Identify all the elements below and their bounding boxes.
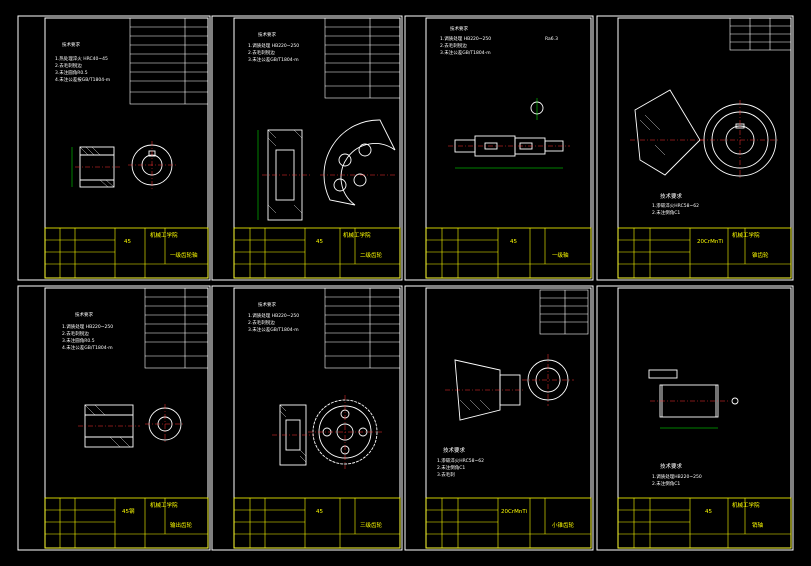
svg-text:2.去毛刺锐边: 2.去毛刺锐边	[248, 319, 275, 326]
svg-text:技术要求: 技术要求	[258, 31, 276, 38]
svg-text:2.去毛刺锐边: 2.去毛刺锐边	[440, 42, 467, 49]
svg-text:技术要求: 技术要求	[660, 192, 683, 200]
part-end-view	[145, 404, 185, 444]
svg-text:3.未注公差GB/T1804-m: 3.未注公差GB/T1804-m	[248, 56, 299, 63]
technical-notes: 技术要求 1.调质处理 HB220~250 2.去毛刺锐边 3.未注公差GB/T…	[440, 25, 558, 56]
svg-text:45: 45	[705, 509, 712, 515]
gear-parameter-table	[539, 289, 589, 335]
svg-text:二级齿轮: 二级齿轮	[360, 251, 383, 259]
drawing-sheet-5: 技术要求 1.调质处理 HB220~250 2.去毛刺锐边 3.未注圆角R0.5…	[17, 285, 211, 551]
part-section-view	[71, 146, 120, 188]
svg-text:45钢: 45钢	[122, 507, 135, 515]
svg-text:20CrMnTi: 20CrMnTi	[501, 509, 528, 515]
svg-text:技术要求: 技术要求	[443, 446, 466, 454]
technical-notes: 技术要求 1.调质处理HB220~250 2.未注倒角C1	[652, 462, 702, 487]
bevel-gear-section	[630, 89, 705, 176]
svg-text:机械工学院: 机械工学院	[732, 501, 760, 509]
title-block: 45 一级轴	[425, 227, 592, 279]
svg-text:技术要求: 技术要求	[660, 462, 683, 470]
material-label: 45	[124, 239, 131, 245]
drawing-sheet-3: 技术要求 1.调质处理 HB220~250 2.去毛刺锐边 3.未注公差GB/T…	[404, 15, 594, 281]
gear-parameter-table	[324, 287, 401, 369]
svg-text:4.未注公差GB/T1804-m: 4.未注公差GB/T1804-m	[62, 344, 113, 351]
bevel-pinion-section	[445, 359, 525, 421]
title-block: 45 机械工学院 二级齿轮	[233, 227, 401, 279]
svg-text:技术要求: 技术要求	[450, 25, 468, 32]
svg-text:1.调质处理 HB220~250: 1.调质处理 HB220~250	[248, 312, 299, 319]
technical-notes: 技术要求 1.调质处理 HB220~250 2.去毛刺锐边 3.未注圆角R0.5…	[62, 311, 113, 351]
svg-text:2.未注倒角C1: 2.未注倒角C1	[652, 209, 680, 216]
drawing-sheet-7: 技术要求 1.渗碳淬火HRC58~62 2.未注倒角C1 3.去毛刺 20CrM…	[404, 285, 594, 551]
note-line-4: 4.未注公差按GB/T1804-m	[55, 76, 110, 83]
note-line-2: 2.去毛刺锐边	[55, 62, 82, 69]
svg-text:2.未注倒角C1: 2.未注倒角C1	[652, 480, 680, 487]
svg-text:一级轴: 一级轴	[552, 251, 569, 259]
svg-text:3.未注圆角R0.5: 3.未注圆角R0.5	[62, 337, 95, 344]
technical-notes: 技术要求 1.渗碳淬火HRC58~62 2.未注倒角C1 3.去毛刺	[437, 446, 484, 478]
title-block: 45 三级齿轮	[233, 497, 401, 549]
technical-notes: 技术要求 1.渗碳淬火HRC58~62 2.未注倒角C1	[652, 192, 699, 216]
svg-text:Ra6.3: Ra6.3	[545, 36, 558, 42]
svg-text:45: 45	[510, 239, 517, 245]
note-line-1: 1.热处理淬火 HRC40~45	[55, 55, 108, 62]
gear-parameter-table	[129, 17, 209, 105]
technical-notes: 技术要求 1.调质处理 HB220~250 2.去毛刺锐边 3.未注公差GB/T…	[248, 301, 299, 333]
svg-text:1.渗碳淬火HRC58~62: 1.渗碳淬火HRC58~62	[652, 202, 699, 209]
title-block: 20CrMnTi 小锥齿轮	[425, 497, 592, 549]
svg-text:3.去毛刺: 3.去毛刺	[437, 471, 455, 478]
gear-end-view	[308, 395, 382, 469]
drawing-sheet-2: 技术要求 1.调质处理 HB220~250 2.去毛刺锐边 3.未注公差GB/T…	[211, 15, 403, 281]
svg-text:2.未注倒角C1: 2.未注倒角C1	[437, 464, 465, 471]
svg-text:3.未注公差GB/T1804-m: 3.未注公差GB/T1804-m	[248, 326, 299, 333]
svg-text:1.调质处理 HB220~250: 1.调质处理 HB220~250	[248, 42, 299, 49]
gear-parameter-table	[324, 17, 401, 99]
bevel-pinion-end-view	[522, 354, 574, 406]
svg-text:1.调质处理 HB220~250: 1.调质处理 HB220~250	[440, 35, 491, 42]
part-name-label: 一级齿轮轴	[170, 251, 198, 259]
title-block: 20CrMnTi 机械工学院 锥齿轮	[617, 227, 792, 279]
svg-text:技术要求: 技术要求	[258, 301, 276, 308]
svg-text:1.调质处理HB220~250: 1.调质处理HB220~250	[652, 473, 702, 480]
title-block: 45钢 机械工学院 输出齿轮	[44, 497, 209, 549]
svg-text:机械工学院: 机械工学院	[343, 231, 371, 239]
svg-text:技术要求: 技术要求	[75, 311, 93, 318]
svg-text:输出齿轮: 输出齿轮	[170, 521, 193, 529]
svg-text:机械工学院: 机械工学院	[150, 501, 178, 509]
drawing-sheet-6: 技术要求 1.调质处理 HB220~250 2.去毛刺锐边 3.未注公差GB/T…	[211, 285, 403, 551]
drawing-sheet-1: 技术要求 1.热处理淬火 HRC40~45 2.去毛刺锐边 3.未注圆角R0.5…	[17, 15, 211, 281]
svg-text:1.渗碳淬火HRC58~62: 1.渗碳淬火HRC58~62	[437, 457, 484, 464]
pin-view	[648, 369, 739, 429]
gear-parameter-table	[144, 287, 209, 369]
part-section-view	[78, 404, 140, 448]
drawing-sheet-8: 技术要求 1.调质处理HB220~250 2.未注倒角C1 45 机械工学院 销…	[596, 285, 794, 551]
svg-text:小锥齿轮: 小锥齿轮	[552, 521, 575, 529]
svg-text:3.未注公差GB/T1804-m: 3.未注公差GB/T1804-m	[440, 49, 491, 56]
svg-text:三级齿轮: 三级齿轮	[360, 521, 383, 529]
bevel-gear-end-view	[700, 100, 780, 180]
technical-notes: 技术要求 1.热处理淬火 HRC40~45 2.去毛刺锐边 3.未注圆角R0.5…	[55, 41, 110, 83]
gear-parameter-table	[729, 17, 792, 51]
note-line-3: 3.未注圆角R0.5	[55, 69, 88, 76]
title-block: 45 机械工学院 销轴	[617, 497, 792, 549]
svg-text:1.调质处理 HB220~250: 1.调质处理 HB220~250	[62, 323, 113, 330]
svg-text:2.去毛刺锐边: 2.去毛刺锐边	[248, 49, 275, 56]
technical-notes: 技术要求 1.调质处理 HB220~250 2.去毛刺锐边 3.未注公差GB/T…	[248, 31, 299, 63]
svg-text:2.去毛刺锐边: 2.去毛刺锐边	[62, 330, 89, 337]
svg-text:锥齿轮: 锥齿轮	[752, 251, 769, 259]
gear-section-view	[257, 129, 310, 221]
shaft-view	[448, 98, 570, 169]
gear-section-view	[272, 404, 314, 466]
note-heading: 技术要求	[62, 41, 80, 48]
svg-text:45: 45	[316, 509, 323, 515]
svg-text:机械工学院: 机械工学院	[732, 231, 760, 239]
svg-text:45: 45	[316, 239, 323, 245]
part-end-view	[128, 141, 176, 189]
svg-text:销轴: 销轴	[752, 521, 764, 529]
gear-sector-view	[320, 119, 396, 206]
title-block: 45 机械工学院 一级齿轮轴	[44, 227, 209, 279]
school-label: 机械工学院	[150, 231, 178, 239]
svg-text:20CrMnTi: 20CrMnTi	[697, 239, 724, 245]
drawing-sheet-4: 技术要求 1.渗碳淬火HRC58~62 2.未注倒角C1 20CrMnTi 机械…	[596, 15, 794, 281]
